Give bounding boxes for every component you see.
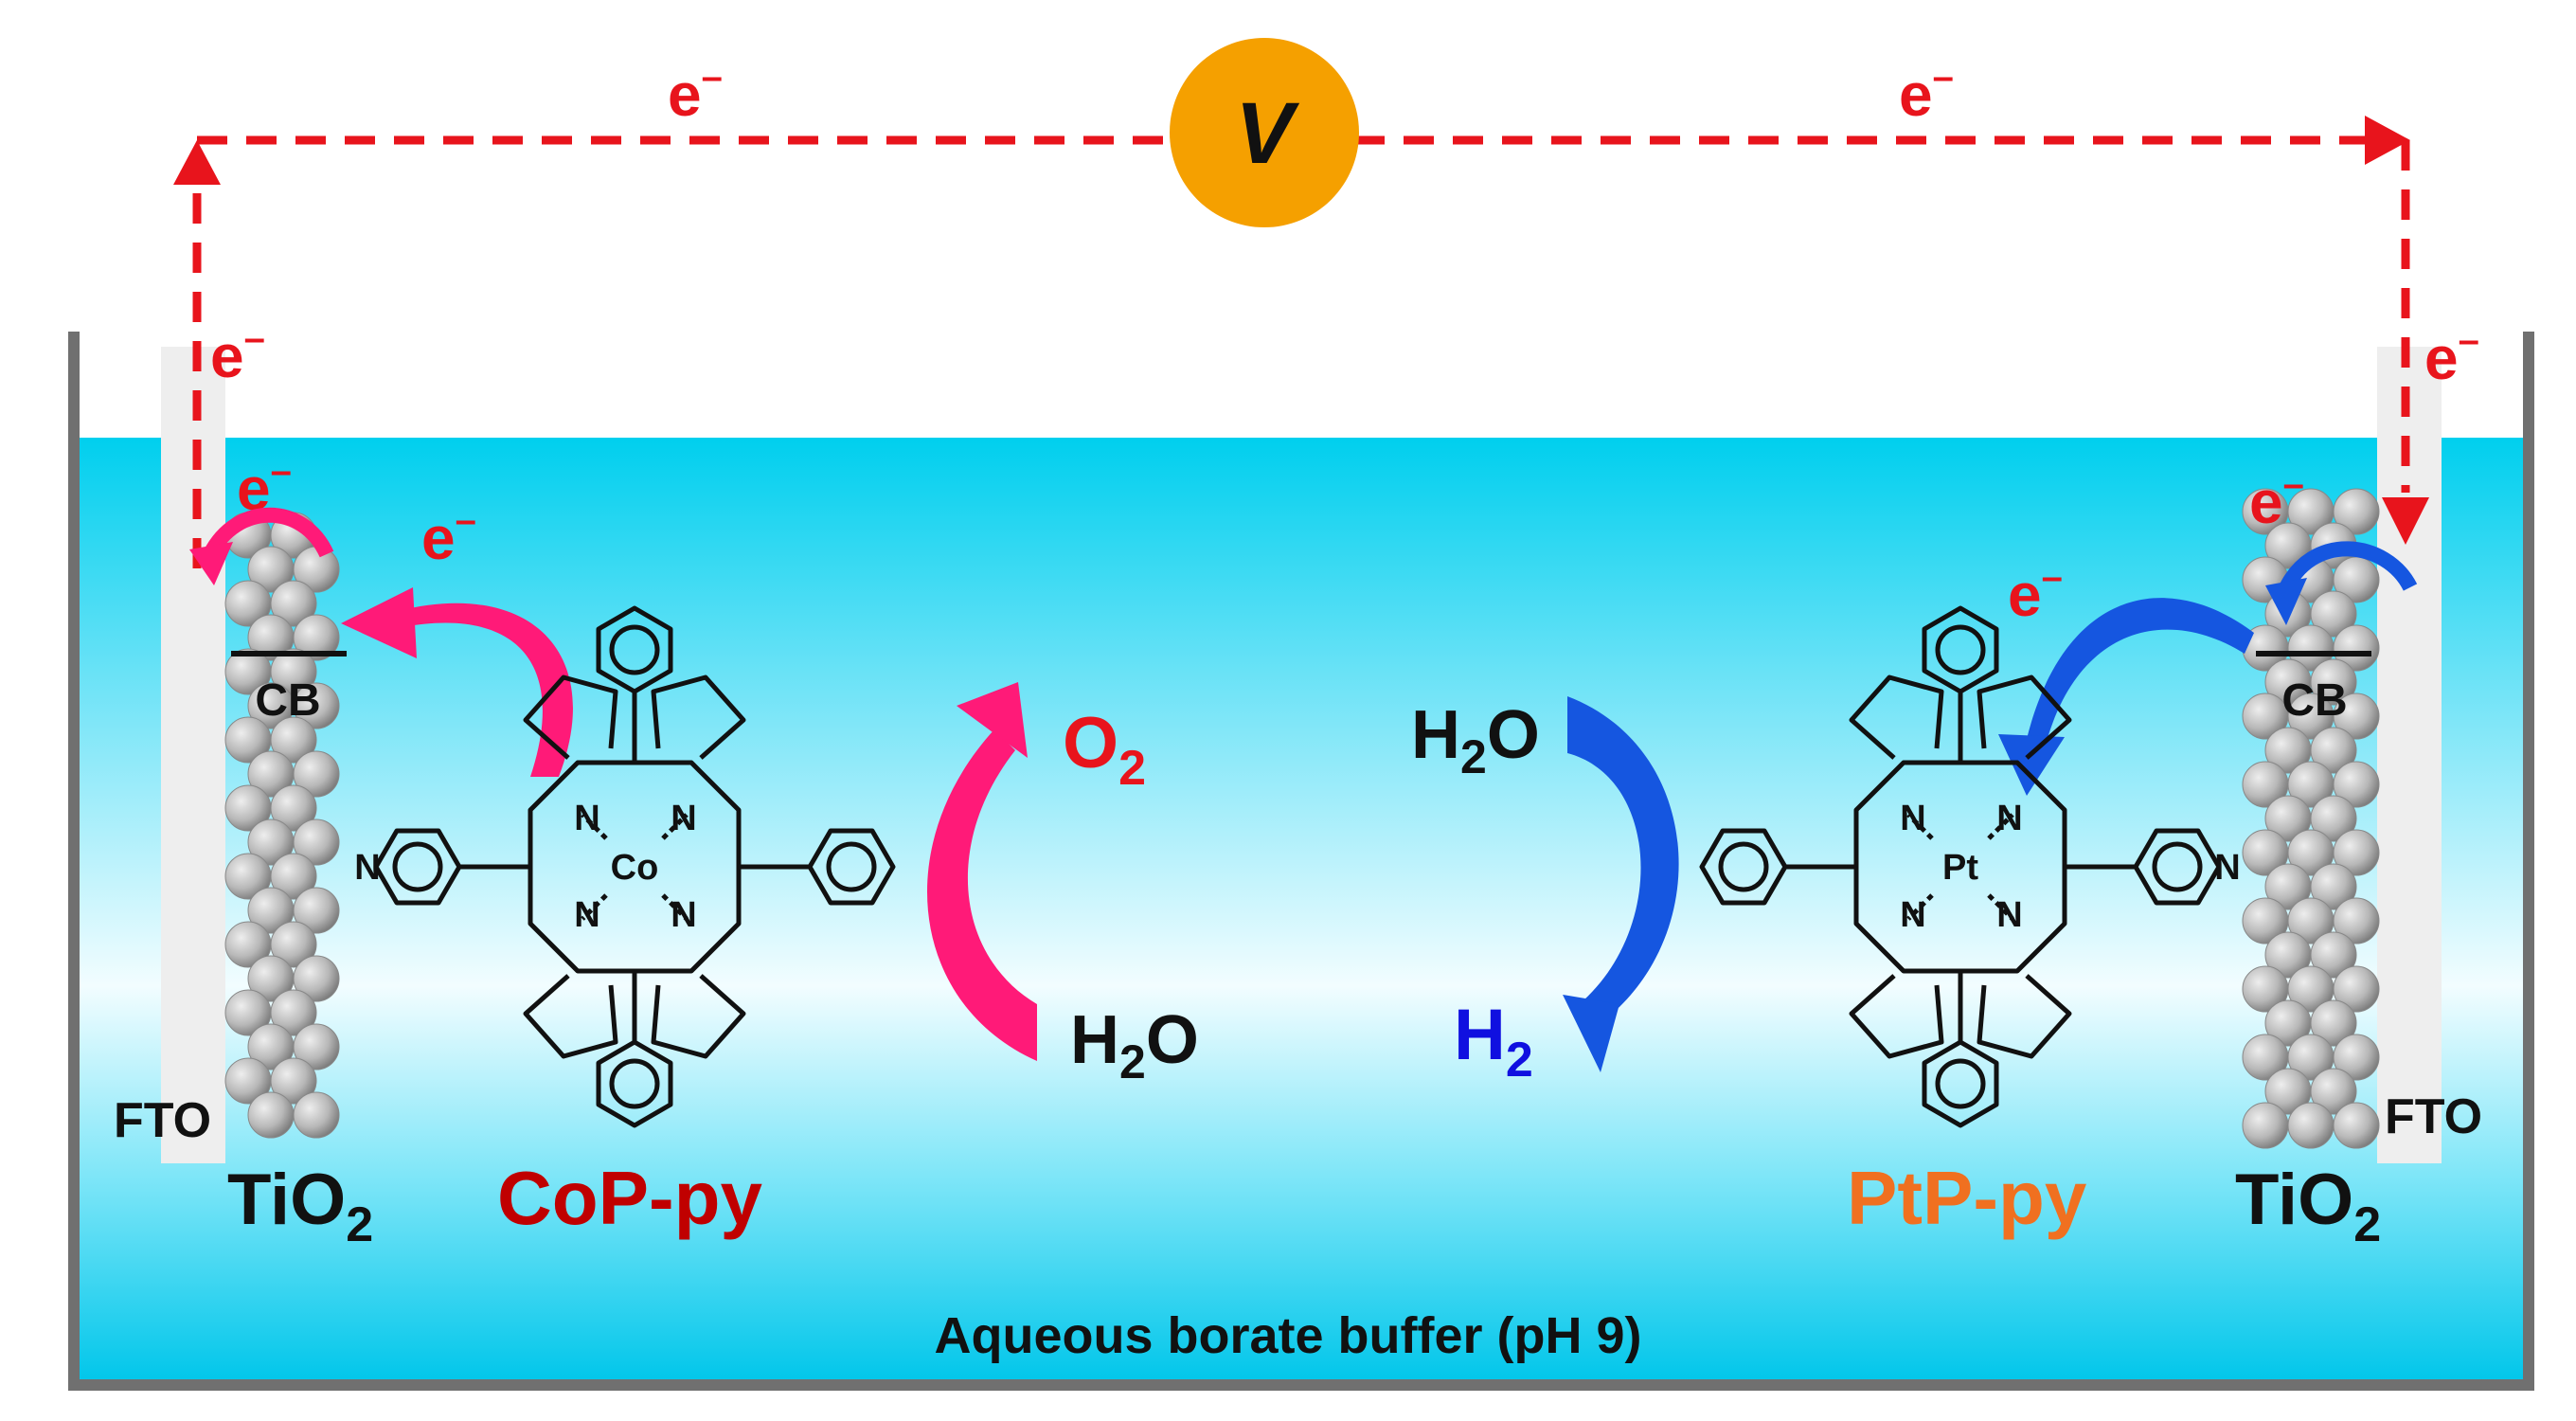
circuit-arrowhead-up xyxy=(173,140,221,185)
right-tio2-particle xyxy=(2333,829,2380,876)
left-tio2-particles xyxy=(224,512,340,1139)
proton-reduction-arrowhead xyxy=(1563,995,1619,1072)
left-water-label: H2O xyxy=(1070,1002,1199,1088)
right-tio2-particle xyxy=(2310,727,2357,774)
right-water-label: H2O xyxy=(1411,697,1540,783)
cop-n-4: N xyxy=(671,895,696,935)
circuit-arrowhead-down xyxy=(2382,497,2429,545)
left-tio2-particle xyxy=(293,682,340,729)
left-tio2-particle xyxy=(293,1091,340,1139)
electron-label-right-cb: e– xyxy=(2249,463,2304,536)
left-tio2-particle xyxy=(270,1057,317,1105)
left-cb-label: CB xyxy=(255,675,320,726)
ptp-pyridyl-n: N xyxy=(2214,848,2240,888)
ptp-n-3: N xyxy=(1900,895,1925,935)
left-dye-to-cb-arrow xyxy=(398,603,573,777)
left-fto-label: FTO xyxy=(114,1093,211,1148)
right-tio2-particle xyxy=(2310,795,2357,842)
voltmeter-symbol: V xyxy=(1235,85,1299,182)
right-tio2-particle xyxy=(2310,590,2357,638)
circuit-electron-labels: e– e– e– e– e– e– e– e– xyxy=(210,56,2479,629)
right-fto-to-tio2-arrowhead xyxy=(2265,578,2307,625)
left-fto-plate xyxy=(161,347,225,1163)
ptp-n-2: N xyxy=(1996,799,2022,838)
proton-reduction-arrow xyxy=(1567,696,1679,1023)
circuit-arrowhead-right xyxy=(2365,116,2410,165)
right-tio2-particle xyxy=(2310,931,2357,979)
left-tio2-particle xyxy=(270,784,317,832)
electron-label-top-right: e– xyxy=(1899,56,1954,129)
right-tio2-particle xyxy=(2310,999,2357,1047)
left-tio2-particle xyxy=(293,750,340,798)
o2-label: O2 xyxy=(1063,703,1146,796)
left-tio2-particle xyxy=(293,887,340,934)
cop-py-label: CoP-py xyxy=(497,1156,763,1240)
right-tio2-particle xyxy=(2333,693,2380,740)
right-cb-label: CB xyxy=(2281,675,2347,726)
left-tio2-label: TiO2 xyxy=(227,1160,373,1252)
right-fto-plate xyxy=(2377,347,2442,1163)
electron-label-left-wire: e– xyxy=(210,317,265,390)
external-circuit xyxy=(192,135,2410,568)
cop-n-2: N xyxy=(671,799,696,838)
right-tio2-particle xyxy=(2310,658,2357,706)
cop-metal-label: Co xyxy=(611,848,659,888)
ptp-py-label: PtP-py xyxy=(1847,1156,2087,1240)
right-tio2-particle xyxy=(2333,965,2380,1013)
right-fto-to-tio2-arrow xyxy=(2277,541,2418,596)
ptp-py-molecule xyxy=(1699,605,2222,1128)
electrolyte-solution xyxy=(74,438,2529,1383)
right-cb-to-dye-arrowhead xyxy=(1998,734,2065,796)
ptp-metal-label: Pt xyxy=(1942,848,1978,888)
electron-label-right-dye: e– xyxy=(2008,556,2063,629)
left-tio2-particle xyxy=(270,921,317,968)
left-tio2-particle xyxy=(247,1091,295,1139)
right-tio2-particle xyxy=(2333,488,2380,535)
right-tio2-particle xyxy=(2333,897,2380,944)
water-oxidation-arrowhead xyxy=(957,682,1028,758)
right-tio2-particle xyxy=(2333,1102,2380,1149)
cop-pyridyl-n: N xyxy=(354,848,380,888)
voltmeter xyxy=(1170,38,1359,227)
water-oxidation-arrow xyxy=(927,729,1037,1061)
right-tio2-label: TiO2 xyxy=(2235,1160,2381,1252)
electron-label-right-wire: e– xyxy=(2424,319,2479,392)
left-tio2-particle xyxy=(293,955,340,1002)
right-tio2-particle xyxy=(2333,624,2380,672)
right-cb-to-dye-arrow xyxy=(2027,598,2254,745)
electron-label-top-left: e– xyxy=(668,56,723,129)
left-tio2-particle xyxy=(270,853,317,900)
right-tio2-particle xyxy=(2242,1102,2289,1149)
right-tio2-particle xyxy=(2287,1102,2334,1149)
left-dye-to-cb-arrowhead xyxy=(341,587,417,658)
cop-n-3: N xyxy=(574,895,599,935)
right-tio2-particles xyxy=(2242,488,2380,1149)
ptp-n-1: N xyxy=(1900,799,1925,838)
right-tio2-particle xyxy=(2310,863,2357,910)
left-tio2-particle xyxy=(293,818,340,866)
cop-atom-labels: Co N N N N N xyxy=(354,799,696,935)
electron-label-left-dye: e– xyxy=(421,499,476,572)
right-fto-label: FTO xyxy=(2385,1089,2482,1144)
right-tio2-particle xyxy=(2333,761,2380,808)
left-tio2-particle xyxy=(293,614,340,661)
left-tio2-particle xyxy=(270,716,317,764)
left-tio2-particle xyxy=(270,580,317,627)
cop-n-1: N xyxy=(574,799,599,838)
cop-py-molecule xyxy=(373,605,896,1128)
left-tio2-particle xyxy=(270,648,317,695)
right-tio2-particle xyxy=(2310,1068,2357,1115)
h2-label: H2 xyxy=(1454,995,1533,1088)
left-tio2-particle xyxy=(293,1023,340,1070)
tank-wall xyxy=(68,332,2534,1391)
right-tio2-particle xyxy=(2333,1034,2380,1081)
ptp-n-4: N xyxy=(1996,895,2022,935)
left-tio2-particle xyxy=(270,989,317,1036)
ptp-atom-labels: Pt N N N N N xyxy=(1900,799,2240,935)
left-tio2-to-fto-arrowhead xyxy=(189,542,233,585)
electrolyte-label: Aqueous borate buffer (pH 9) xyxy=(934,1307,1641,1364)
left-tio2-to-fto-arrow xyxy=(203,507,334,558)
